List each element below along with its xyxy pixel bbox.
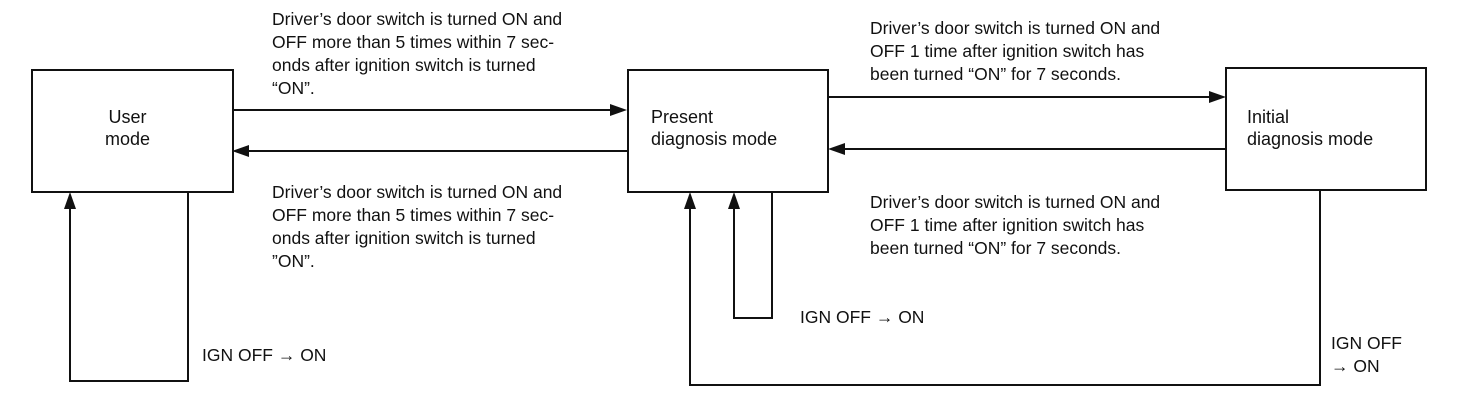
loop-user <box>69 192 189 382</box>
arrowhead-loop-initial <box>684 192 696 209</box>
loop-present <box>733 192 773 319</box>
note-present-to-user: Driver’s door switch is turned ON and OF… <box>272 182 563 271</box>
arrowhead-initial-to-present <box>828 143 845 155</box>
arrowhead-user-to-present <box>610 104 627 116</box>
arrowhead-loop-user <box>64 192 76 209</box>
initial-diagnosis-mode-box <box>1225 67 1427 191</box>
arrowhead-present-to-user <box>232 145 249 157</box>
arrowhead-present-to-initial <box>1209 91 1226 103</box>
note-initial-to-present: Driver’s door switch is turned ON and OF… <box>870 192 1161 258</box>
loop-label-initial: IGN OFF → ON <box>1331 333 1402 376</box>
arrowhead-loop-present <box>728 192 740 209</box>
user-mode-label: User mode <box>105 107 151 149</box>
loop-label-present: IGN OFF → ON <box>800 307 925 327</box>
loop-label-user: IGN OFF → ON <box>202 345 327 365</box>
initial-diagnosis-mode-label: Initial diagnosis mode <box>1247 107 1374 149</box>
user-mode-box <box>31 69 234 193</box>
note-user-to-present: Driver’s door switch is turned ON and OF… <box>272 9 563 98</box>
note-present-to-initial: Driver’s door switch is turned ON and OF… <box>870 18 1161 84</box>
present-diagnosis-mode-label: Present diagnosis mode <box>651 107 778 149</box>
present-diagnosis-mode-box <box>627 69 829 193</box>
loop-initial <box>689 190 1321 386</box>
